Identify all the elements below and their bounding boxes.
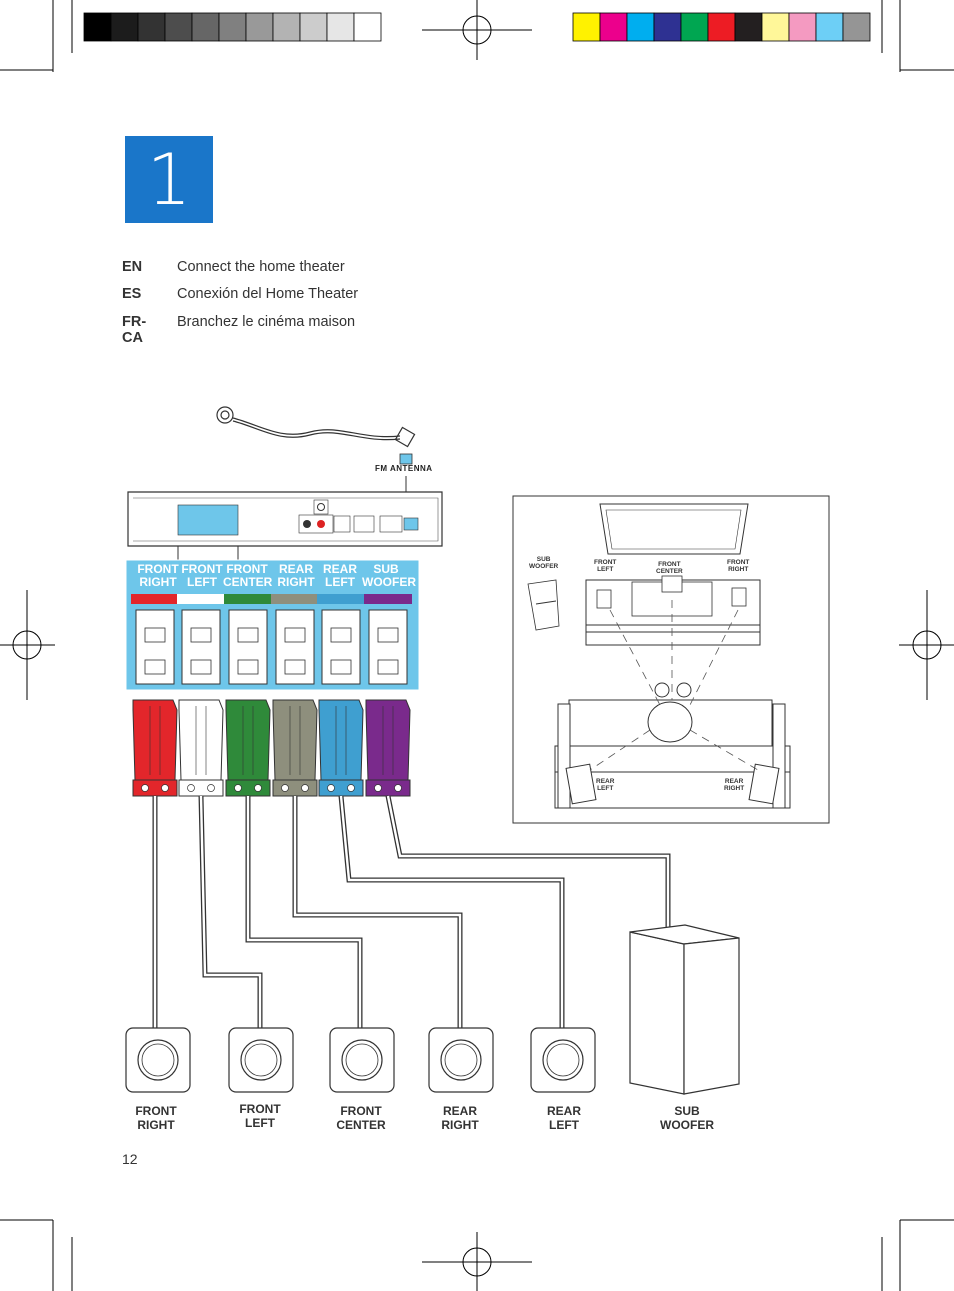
speaker-socket xyxy=(135,609,175,685)
speaker-plug[interactable] xyxy=(132,699,178,797)
color-swatch xyxy=(761,12,790,42)
channel-color-bar xyxy=(177,594,225,604)
color-swatch xyxy=(626,12,655,42)
subwoofer-box xyxy=(629,924,740,1095)
step-number: 1 xyxy=(125,136,213,223)
speaker-plug[interactable] xyxy=(272,699,318,797)
speaker-plug[interactable] xyxy=(178,699,224,797)
speaker-socket xyxy=(321,609,361,685)
speaker-cable xyxy=(292,796,463,1028)
language-text: Conexión del Home Theater xyxy=(177,286,359,302)
gray-swatch xyxy=(326,12,355,42)
speaker-plug[interactable] xyxy=(318,699,364,797)
speaker-cable-core xyxy=(293,796,462,1028)
channel-color-bar xyxy=(224,594,272,604)
channel-color-bar xyxy=(131,594,179,604)
language-code: FR-CA xyxy=(122,314,147,346)
speaker-cable-core xyxy=(339,795,564,1028)
speaker-socket xyxy=(228,609,268,685)
fm-antenna-label: FM ANTENNA xyxy=(375,464,433,473)
speaker-socket xyxy=(368,609,408,685)
language-code: ES xyxy=(122,286,142,302)
color-swatch xyxy=(788,12,817,42)
page-number: 12 xyxy=(122,1151,138,1167)
speaker-box xyxy=(329,1027,395,1093)
speaker-box xyxy=(428,1027,494,1093)
room-layout-diagram xyxy=(512,495,830,824)
speaker-plug[interactable] xyxy=(225,699,271,797)
gray-swatch xyxy=(272,12,301,42)
fm-antenna-jack xyxy=(399,453,413,465)
language-text: Connect the home theater xyxy=(177,259,345,275)
speaker-cable-core xyxy=(386,795,670,935)
color-swatch xyxy=(842,12,871,42)
color-swatch xyxy=(680,12,709,42)
speaker-cable xyxy=(198,795,263,1028)
speaker-cable-core xyxy=(199,795,262,1028)
speaker-socket xyxy=(275,609,315,685)
gray-swatch xyxy=(191,12,220,42)
channel-color-bar xyxy=(317,594,365,604)
gray-swatch xyxy=(353,12,382,42)
color-swatch xyxy=(653,12,682,42)
gray-swatch xyxy=(299,12,328,42)
color-swatch xyxy=(734,12,763,42)
language-code: EN xyxy=(122,259,143,275)
home-theater-back-panel xyxy=(127,491,443,560)
speaker-box xyxy=(125,1027,191,1093)
gray-swatch xyxy=(137,12,166,42)
color-swatch xyxy=(572,12,601,42)
channel-color-bar xyxy=(271,594,319,604)
speaker-cable-core xyxy=(246,796,362,1028)
color-swatch xyxy=(815,12,844,42)
speaker-plug[interactable] xyxy=(365,699,411,797)
fm-antenna-cable xyxy=(216,406,416,448)
channel-color-bar xyxy=(364,594,412,604)
gray-swatch xyxy=(245,12,274,42)
speaker-socket xyxy=(181,609,221,685)
speaker-box xyxy=(228,1027,294,1093)
color-swatch xyxy=(599,12,628,42)
gray-swatch xyxy=(164,12,193,42)
language-text: Branchez le cinéma maison xyxy=(177,314,356,330)
speaker-cable xyxy=(338,795,565,1028)
speaker-box xyxy=(530,1027,596,1093)
gray-swatch xyxy=(110,12,139,42)
